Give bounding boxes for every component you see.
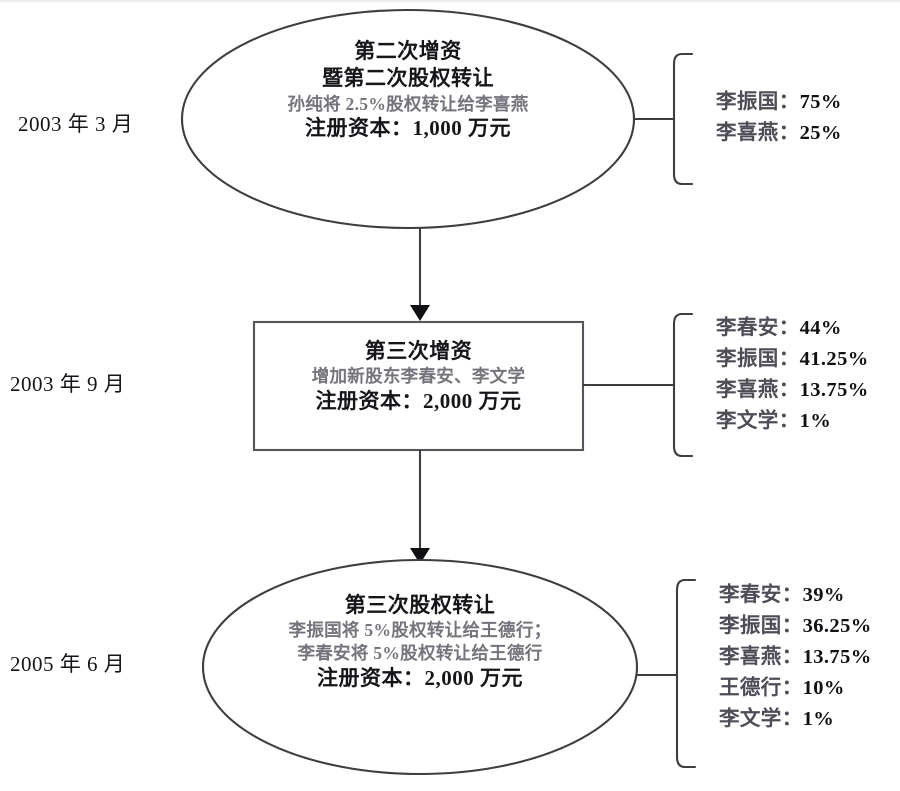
shareholder-name: 李振国 — [719, 615, 782, 637]
brace-bracket-3 — [675, 578, 697, 769]
brace-bracket-2 — [672, 312, 694, 458]
shareholder-name: 李振国 — [716, 348, 779, 370]
stage-1-text-block: 第二次增资 暨第二次股权转让 孙纯将 2.5%股权转让给李喜燕 注册资本：1,0… — [208, 38, 608, 143]
stage-1-detail-line-1: 孙纯将 2.5%股权转让给李喜燕 — [287, 93, 529, 114]
shareholder-separator: ： — [778, 410, 800, 432]
shareholder-name: 李文学 — [719, 708, 782, 730]
shareholder-name: 李文学 — [716, 410, 779, 432]
shareholder-row: 李振国：36.25% — [719, 611, 872, 642]
shareholder-name: 李振国 — [716, 91, 779, 113]
date-label-stage-2: 2003 年 9 月 — [10, 372, 126, 396]
connector-arrowhead-2 — [410, 548, 430, 564]
shareholder-row: 李喜燕：13.75% — [719, 642, 872, 673]
shareholder-percent: 75% — [799, 91, 842, 113]
shareholder-percent: 1% — [802, 708, 835, 730]
connector-arrowhead-1 — [410, 305, 430, 321]
stage-2-title: 第三次增资 — [364, 339, 473, 363]
shareholder-separator: ： — [781, 584, 803, 606]
shareholder-list-stage-2: 李春安：44% 李振国：41.25% 李喜燕：13.75% 李文学：1% — [716, 313, 869, 437]
shareholder-row: 王德行：10% — [719, 673, 872, 704]
shareholder-percent: 13.75% — [799, 379, 869, 401]
stage-3-detail-line-2: 李春安将 5%股权转让给王德行 — [297, 643, 543, 664]
shareholder-separator: ： — [778, 122, 800, 144]
shareholder-row: 李振国：41.25% — [716, 344, 869, 375]
shareholder-percent: 36.25% — [802, 615, 872, 637]
shareholder-separator: ： — [781, 615, 803, 637]
stage-2-capital: 注册资本：2,000 万元 — [315, 389, 522, 414]
brace-bracket-1 — [672, 52, 694, 186]
stage-3-text-block: 第三次股权转让 李振国将 5%股权转让给王德行； 李春安将 5%股权转让给王德行… — [220, 592, 620, 692]
shareholder-separator: ： — [778, 317, 800, 339]
shareholder-row: 李喜燕：13.75% — [716, 375, 869, 406]
stage-3-title: 第三次股权转让 — [344, 593, 496, 617]
shareholder-percent: 1% — [799, 410, 832, 432]
stage-3-detail-line-1: 李振国将 5%股权转让给王德行； — [288, 620, 552, 641]
shareholder-percent: 10% — [802, 677, 845, 699]
shareholder-percent: 13.75% — [802, 646, 872, 668]
shareholder-row: 李春安：39% — [719, 580, 872, 611]
shareholder-separator: ： — [781, 677, 803, 699]
shareholder-name: 李喜燕 — [716, 379, 779, 401]
shareholder-row: 李春安：44% — [716, 313, 869, 344]
shareholder-separator: ： — [778, 91, 800, 113]
shareholder-name: 李喜燕 — [716, 122, 779, 144]
shareholder-percent: 25% — [799, 122, 842, 144]
stage-3-capital: 注册资本：2,000 万元 — [317, 665, 523, 690]
shareholder-name: 王德行 — [719, 677, 782, 699]
shareholder-row: 李文学：1% — [716, 406, 869, 437]
shareholder-separator: ： — [781, 646, 803, 668]
shareholder-separator: ： — [781, 708, 803, 730]
shareholder-percent: 44% — [799, 317, 842, 339]
shareholder-name: 李春安 — [719, 584, 782, 606]
stage-1-capital: 注册资本：1,000 万元 — [305, 116, 511, 141]
shareholder-separator: ： — [778, 379, 800, 401]
shareholder-separator: ： — [778, 348, 800, 370]
shareholder-row: 李喜燕：25% — [716, 118, 842, 149]
date-label-stage-3: 2005 年 6 月 — [10, 652, 126, 676]
stage-2-rect — [252, 320, 585, 452]
shareholder-percent: 39% — [802, 584, 845, 606]
stage-2-text-block: 第三次增资 增加新股东李春安、李文学 注册资本：2,000 万元 — [254, 338, 583, 415]
shareholder-name: 李春安 — [716, 317, 779, 339]
stage-1-subtitle: 暨第二次股权转让 — [322, 66, 494, 91]
shareholder-name: 李喜燕 — [719, 646, 782, 668]
shareholder-percent: 41.25% — [799, 348, 869, 370]
shareholder-row: 李振国：75% — [716, 87, 842, 118]
stage-2-detail-line-1: 增加新股东李春安、李文学 — [311, 366, 526, 387]
date-label-stage-1: 2003 年 3 月 — [18, 112, 134, 136]
stage-3-ellipse — [201, 558, 639, 776]
shareholder-row: 李文学：1% — [719, 704, 872, 735]
stage-1-title: 第二次增资 — [354, 39, 462, 63]
shareholder-list-stage-3: 李春安：39% 李振国：36.25% 李喜燕：13.75% 王德行：10% 李文… — [719, 580, 872, 735]
shareholder-list-stage-1: 李振国：75% 李喜燕：25% — [716, 87, 842, 149]
